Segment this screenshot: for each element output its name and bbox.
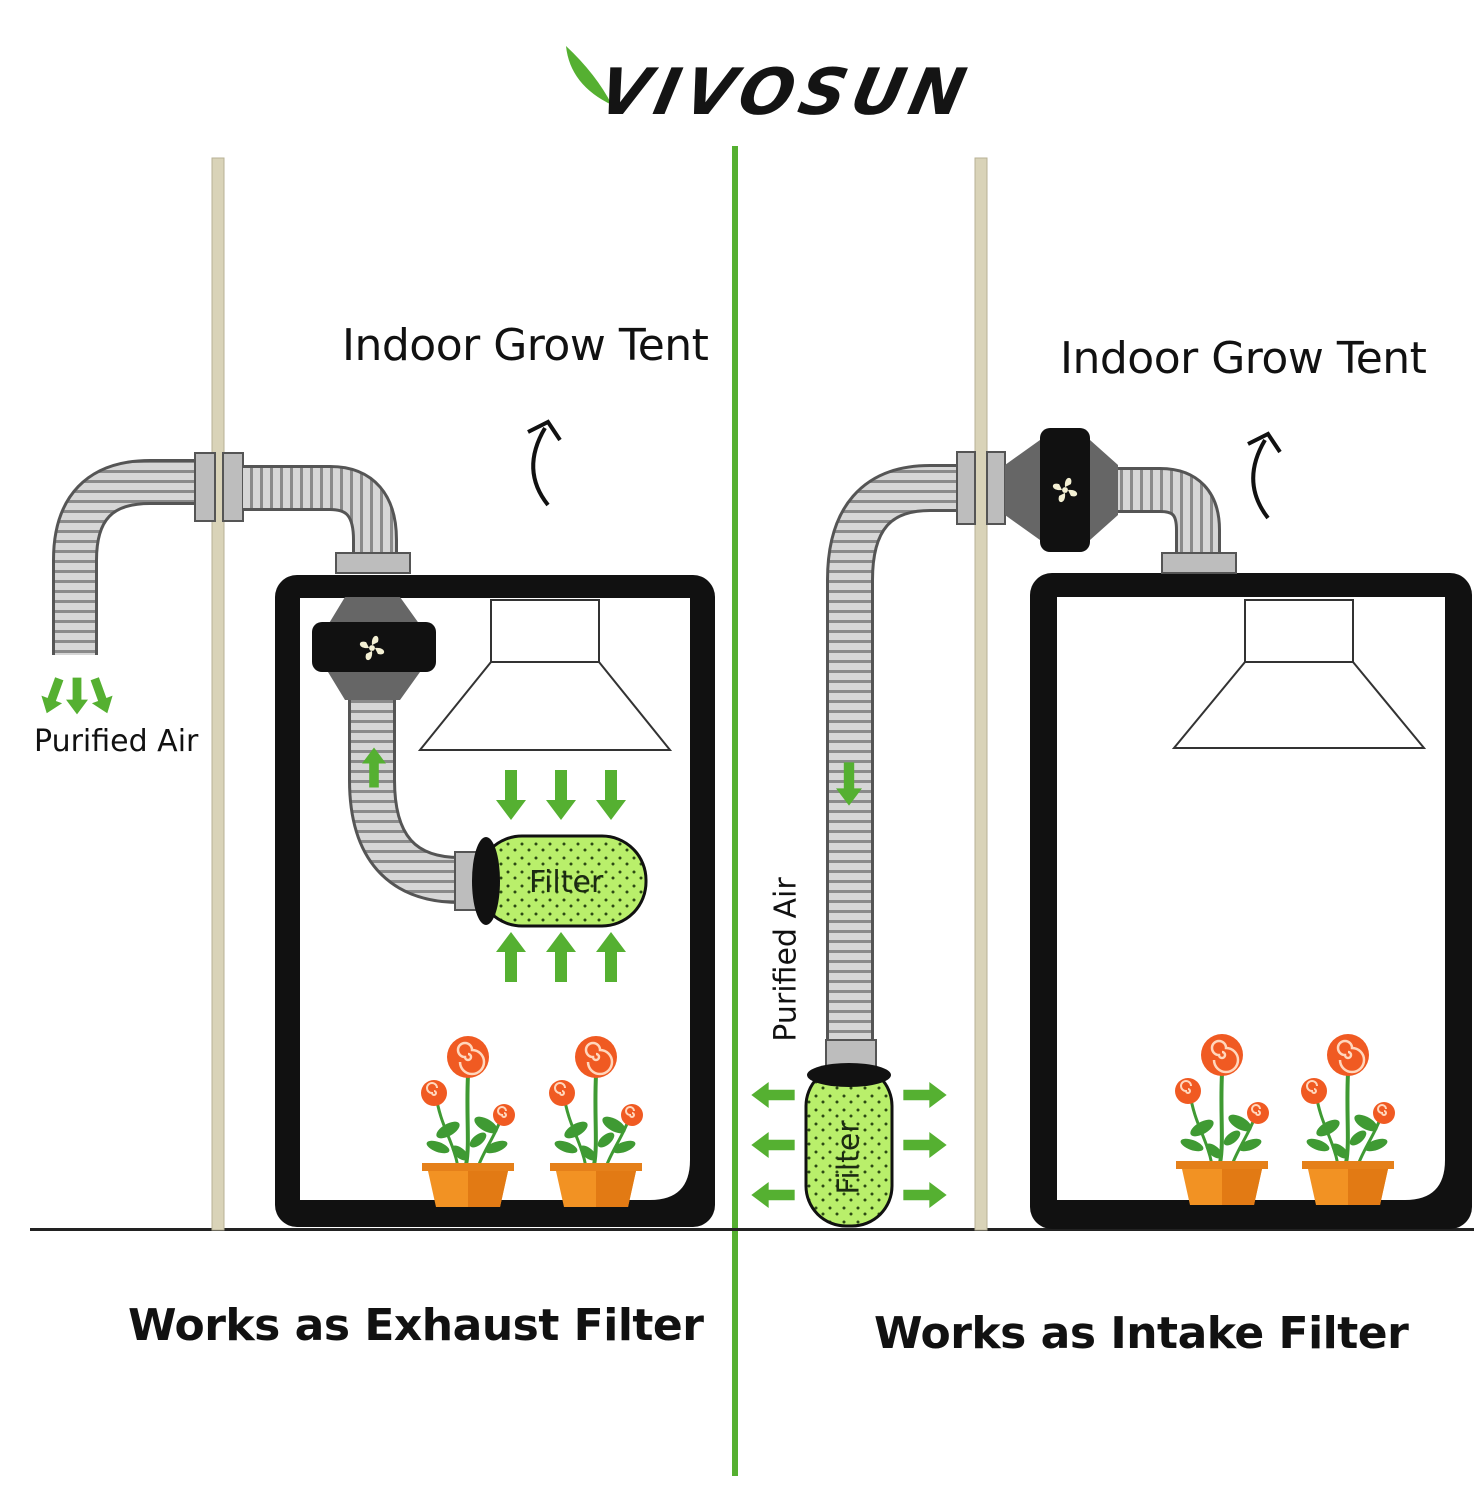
tent-label-left: Indoor Grow Tent	[342, 320, 709, 371]
arrow-right-icon	[903, 1182, 947, 1208]
brand-logo: VIVOSUN	[592, 56, 978, 130]
wall-pole-right	[974, 157, 988, 1231]
purified-air-label-left: Purified Air	[34, 724, 199, 759]
center-divider	[732, 146, 738, 1476]
arrow-left-icon	[751, 1182, 795, 1208]
filter-label-right: Filter	[831, 1120, 867, 1195]
arrow-down-icon	[84, 675, 118, 717]
arrow-left-icon	[751, 1082, 795, 1108]
right-panel-illustration	[751, 157, 1472, 1231]
arrow-down-icon	[66, 677, 88, 715]
arrow-right-icon	[903, 1082, 947, 1108]
grow-lamp-right	[1171, 599, 1427, 749]
filter-label-left: Filter	[529, 865, 604, 900]
floor-line	[30, 1228, 1474, 1231]
grow-lamp-left	[417, 599, 673, 751]
logo-leaf-icon	[566, 46, 612, 105]
left-panel-illustration	[36, 157, 715, 1231]
purified-air-label-right: Purified Air	[768, 877, 804, 1042]
arrow-left-icon	[751, 1132, 795, 1158]
caption-exhaust: Works as Exhaust Filter	[128, 1300, 704, 1351]
caption-intake: Works as Intake Filter	[874, 1308, 1409, 1359]
wall-pole-left	[211, 157, 225, 1231]
tent-label-right: Indoor Grow Tent	[1060, 333, 1427, 384]
arrow-down-icon	[36, 675, 70, 717]
arrow-right-icon	[903, 1132, 947, 1158]
